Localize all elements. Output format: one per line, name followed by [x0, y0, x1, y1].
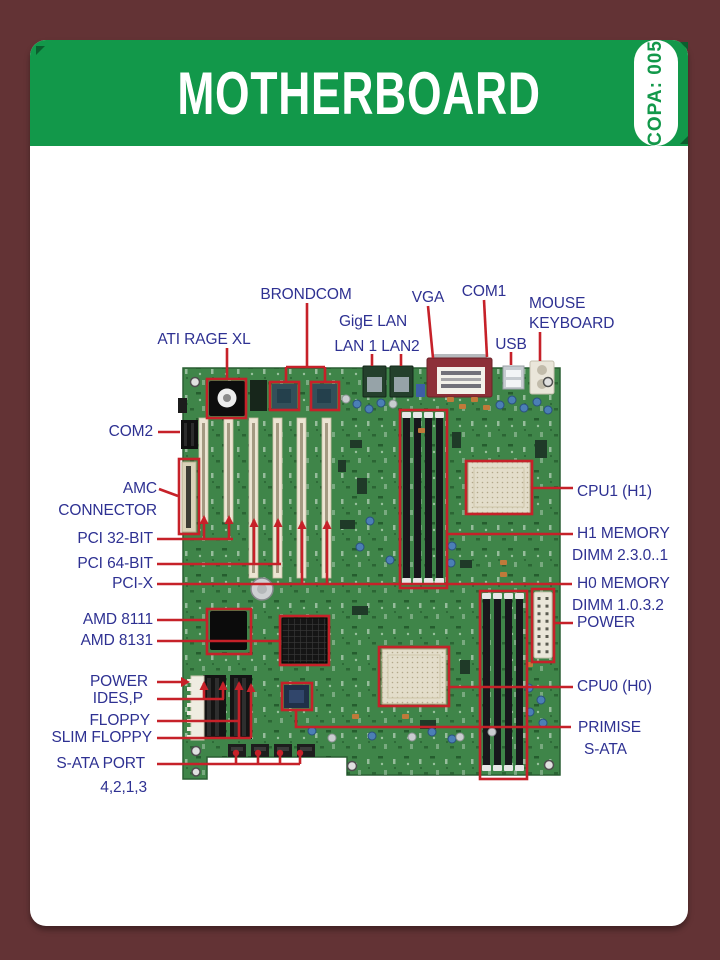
- copa-badge: COPA: 005: [634, 40, 678, 146]
- title-banner: MOTHERBOARD COPA: 005: [30, 40, 688, 146]
- label-floppy: FLOPPY: [89, 712, 150, 729]
- label-primise-sata: S-ATA: [584, 741, 627, 758]
- label-cpu1: CPU1 (H1): [577, 483, 652, 500]
- label-primise: PRIMISE: [578, 719, 642, 736]
- label-pci-32bit: PCI 32-BIT: [77, 530, 153, 547]
- label-h0-dimm: DIMM 1.0.3.2: [572, 597, 664, 614]
- label-h1-dimm: DIMM 2.3.0..1: [572, 547, 669, 564]
- label-lan1-lan2: LAN 1 LAN2: [334, 338, 420, 355]
- label-connector: CONNECTOR: [58, 502, 157, 519]
- label-power-right: POWER: [577, 614, 636, 631]
- label-com2: COM2: [108, 423, 153, 440]
- label-h1-memory: H1 MEMORY: [577, 525, 670, 542]
- label-vga: VGA: [411, 289, 445, 306]
- label-amc: AMC: [122, 480, 157, 497]
- label-com1: COM1: [461, 283, 507, 300]
- label-power-left: POWER: [89, 673, 148, 690]
- copa-badge-text: COPA: 005: [645, 40, 667, 146]
- label-amd-8111: AMD 8111: [82, 611, 153, 628]
- label-ides-p: IDES,P: [92, 690, 143, 707]
- label-pci-64bit: PCI 64-BIT: [77, 555, 153, 572]
- label-sata-port: S-ATA PORT: [56, 755, 145, 772]
- label-h0-memory: H0 MEMORY: [577, 575, 670, 592]
- label-cpu0: CPU0 (H0): [577, 678, 652, 695]
- corner-decoration-icon: [36, 46, 45, 55]
- label-gige-lan: GigE LAN: [338, 313, 408, 330]
- label-mouse: MOUSE: [529, 295, 586, 312]
- label-slim-floppy: SLIM FLOPPY: [51, 729, 152, 746]
- label-ati-rage-xl: ATI RAGE XL: [157, 331, 251, 348]
- label-keyboard: KEYBOARD: [529, 315, 615, 332]
- corner-decoration-icon: [680, 136, 688, 144]
- label-sata-order: 4,2,1,3: [100, 779, 147, 796]
- label-brondcom: BRONDCOM: [260, 286, 352, 303]
- label-usb: USB: [495, 336, 527, 353]
- page-title: MOTHERBOARD: [177, 59, 541, 127]
- label-pci-x: PCI-X: [112, 575, 153, 592]
- corner-decoration-icon: [680, 42, 688, 50]
- label-amd-8131: AMD 8131: [80, 632, 154, 649]
